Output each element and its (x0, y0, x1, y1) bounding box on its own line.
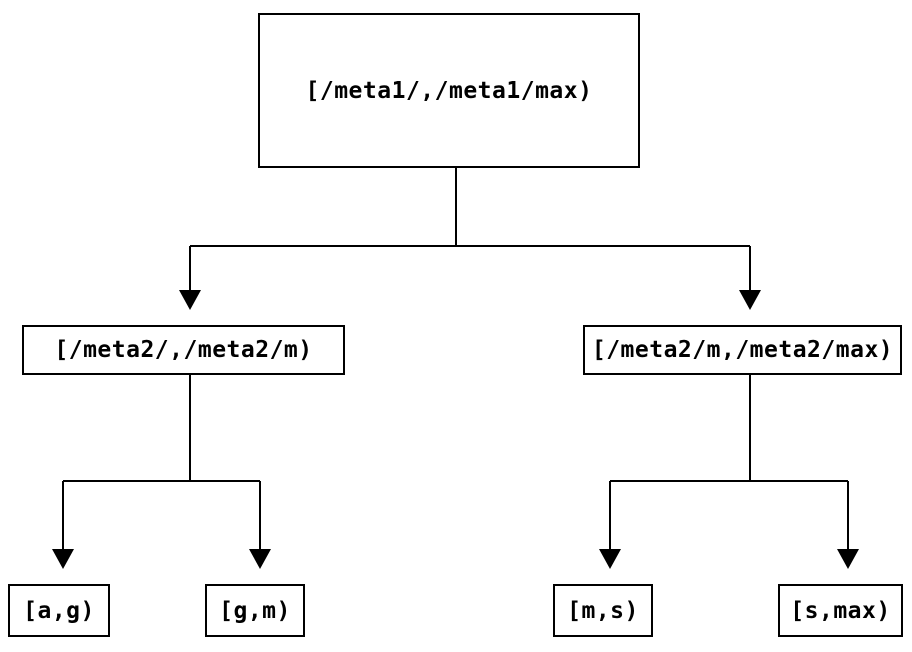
arrowhead-to-leaf-smax (837, 549, 859, 569)
node-leaf-s-max: [s,max) (778, 584, 903, 637)
node-leaf-a-g: [a,g) (8, 584, 110, 637)
node-leaf-m-s: [m,s) (553, 584, 653, 637)
arrowhead-to-leaf-ag (52, 549, 74, 569)
node-meta2-high-range: [/meta2/m,/meta2/max) (583, 325, 902, 375)
arrowhead-to-leaf-ms (599, 549, 621, 569)
arrowhead-to-left-node (179, 290, 201, 310)
node-meta2-low-range: [/meta2/,/meta2/m) (22, 325, 345, 375)
arrowhead-to-leaf-gm (249, 549, 271, 569)
node-meta1-range: [/meta1/,/meta1/max) (258, 13, 640, 168)
arrowhead-to-right-node (739, 290, 761, 310)
arrowheads (52, 290, 859, 569)
edge-lines (62, 168, 849, 551)
node-leaf-g-m: [g,m) (205, 584, 305, 637)
